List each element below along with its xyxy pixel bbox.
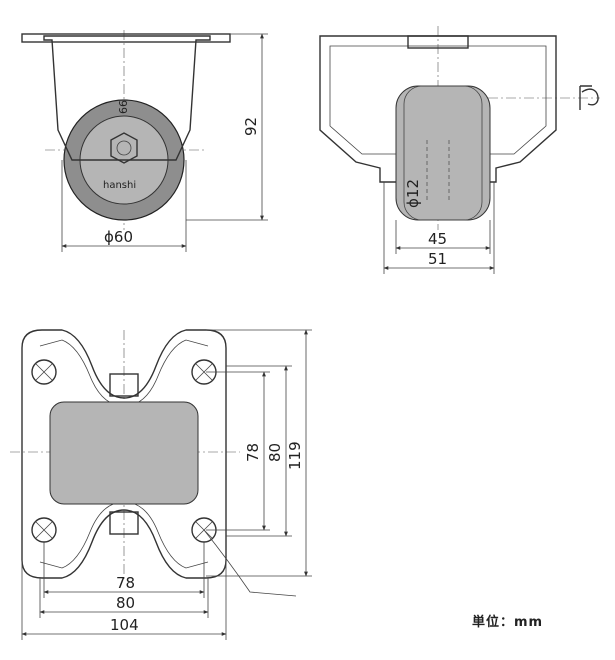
side-top-block <box>407 35 469 49</box>
side-axle-diameter-label: ϕ12 <box>404 179 422 208</box>
front-brand-text: hanshi <box>103 180 136 191</box>
front-top-plate <box>21 33 231 43</box>
front-view: 99 hanshi ϕ60 92 <box>21 30 268 252</box>
top-hole-leader <box>203 529 297 597</box>
front-axle-nut <box>110 132 138 164</box>
top-bolt-hole-bl <box>31 517 57 543</box>
top-wheel <box>49 401 199 505</box>
top-plate-width-label: 104 <box>110 616 139 634</box>
front-axle <box>116 140 132 156</box>
side-bracket-inner <box>329 45 547 155</box>
front-wheel-diameter-label: ϕ60 <box>104 228 133 246</box>
side-wheel-inner <box>403 85 483 221</box>
top-view: 78 80 119 78 80 104 <box>10 329 312 640</box>
side-overall-width-label: 51 <box>428 250 447 268</box>
top-axle-block-upper <box>109 373 139 397</box>
side-wheel-width-label: 45 <box>428 230 447 248</box>
top-plate-length-inner-label: 80 <box>266 443 284 462</box>
top-plate-length-label: 119 <box>286 441 304 470</box>
top-hole-spacing-length-label: 78 <box>244 443 262 462</box>
top-bolt-hole-tl <box>31 359 57 385</box>
side-bracket <box>319 35 557 183</box>
top-hole-spacing-width-label: 78 <box>116 574 135 592</box>
top-plate-width-inner-label: 80 <box>116 594 135 612</box>
side-view: ϕ12 45 51 <box>319 26 600 274</box>
unit-label: 単位：mm <box>472 614 543 630</box>
front-nut-text: 99 <box>116 100 129 114</box>
section-mark-arrow <box>580 85 599 106</box>
front-bracket <box>43 35 211 161</box>
front-height-label: 92 <box>242 117 260 136</box>
top-axle-block-lower <box>109 511 139 535</box>
